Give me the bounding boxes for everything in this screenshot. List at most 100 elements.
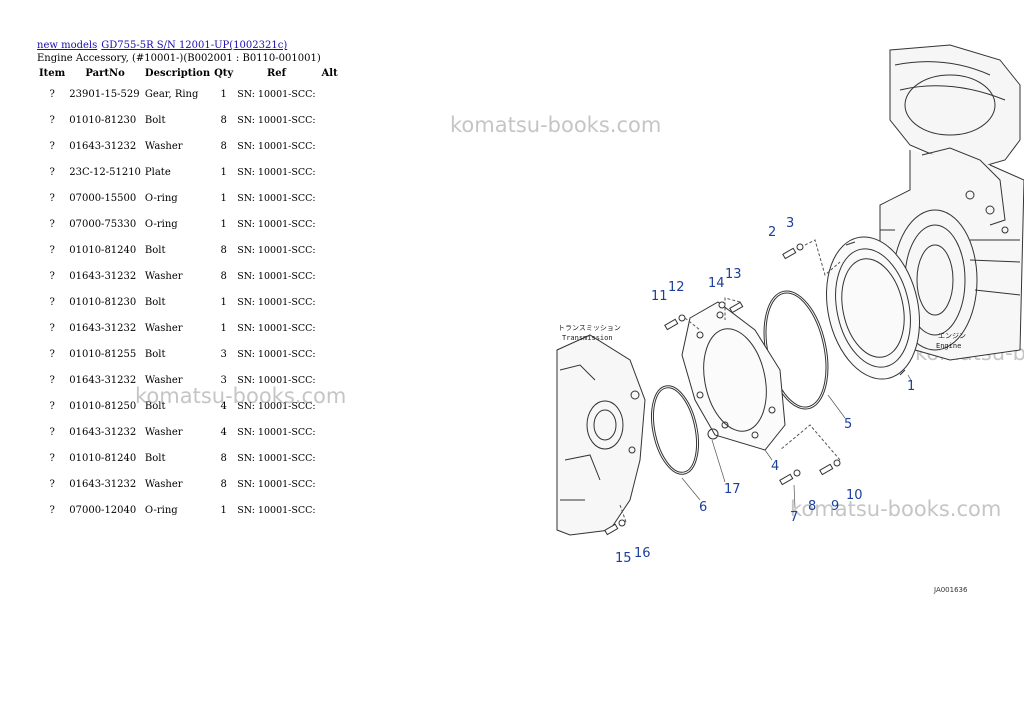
cell-alt xyxy=(318,237,342,263)
header-partno: PartNo xyxy=(85,67,125,79)
cell-alt xyxy=(318,315,342,341)
cell-alt xyxy=(318,393,342,419)
cell-item: ? xyxy=(49,452,55,464)
cell-alt xyxy=(318,367,342,393)
cell-ref: SN: 10001-SCC: xyxy=(237,374,316,386)
header-item: Item xyxy=(39,67,66,79)
table-row: ? 01643-31232 Washer 4 SN: 10001-SCC: xyxy=(37,419,342,445)
cell-ref: SN: 10001-SCC: xyxy=(237,426,316,438)
cell-item: ? xyxy=(49,166,55,178)
engine-label-jp: エンジン xyxy=(938,332,966,340)
cell-qty: 8 xyxy=(220,270,227,282)
header-qty: Qty xyxy=(214,67,234,79)
cell-item: ? xyxy=(49,426,55,438)
cell-item: ? xyxy=(49,322,55,334)
cell-qty: 3 xyxy=(220,374,227,386)
cell-description: Washer xyxy=(144,426,183,438)
cell-alt xyxy=(318,211,342,237)
breadcrumb-link-new-models[interactable]: new models xyxy=(37,40,98,51)
cell-ref: SN: 10001-SCC: xyxy=(237,192,316,204)
cell-ref: SN: 10001-SCC: xyxy=(237,88,316,100)
cell-partno: 01643-31232 xyxy=(69,140,137,152)
cell-ref: SN: 10001-SCC: xyxy=(237,244,316,256)
cell-partno: 01010-81250 xyxy=(69,400,137,412)
cell-item: ? xyxy=(49,140,55,152)
callout-16: 16 xyxy=(634,546,651,561)
cell-partno: 01643-31232 xyxy=(69,322,137,334)
callout-11: 11 xyxy=(651,289,668,304)
cell-alt xyxy=(318,341,342,367)
cell-description: Washer xyxy=(144,322,183,334)
table-header-row: Item PartNo Description Qty Ref Alt xyxy=(37,65,342,81)
header-ref: Ref xyxy=(266,67,286,79)
header-description: Description xyxy=(144,67,211,79)
callout-12: 12 xyxy=(668,280,685,295)
cell-qty: 1 xyxy=(220,166,227,178)
cell-alt xyxy=(318,159,342,185)
cell-qty: 4 xyxy=(220,400,227,412)
cell-item: ? xyxy=(49,218,55,230)
cell-partno: 07000-15500 xyxy=(69,192,137,204)
cell-item: ? xyxy=(49,348,55,360)
callout-4: 4 xyxy=(771,459,779,474)
cell-partno: 01010-81230 xyxy=(69,114,137,126)
callout-15: 15 xyxy=(615,551,632,566)
cell-description: Bolt xyxy=(144,348,166,360)
cell-qty: 3 xyxy=(220,348,227,360)
cell-ref: SN: 10001-SCC: xyxy=(237,218,316,230)
cell-item: ? xyxy=(49,478,55,490)
table-row: ? 07000-15500 O-ring 1 SN: 10001-SCC: xyxy=(37,185,342,211)
cell-ref: SN: 10001-SCC: xyxy=(237,270,316,282)
cell-ref: SN: 10001-SCC: xyxy=(237,400,316,412)
cell-partno: 01010-81240 xyxy=(69,244,137,256)
cell-qty: 1 xyxy=(220,218,227,230)
page-subtitle: Engine Accessory, (#10001-)(B002001 : B0… xyxy=(37,53,321,64)
cell-item: ? xyxy=(49,374,55,386)
cell-item: ? xyxy=(49,296,55,308)
transmission-label-jp: トランスミッション xyxy=(558,324,621,332)
callout-14: 14 xyxy=(708,276,725,291)
cell-description: Bolt xyxy=(144,452,166,464)
cell-item: ? xyxy=(49,192,55,204)
cell-partno: 01010-81255 xyxy=(69,348,137,360)
cell-partno: 01643-31232 xyxy=(69,426,137,438)
cell-description: Bolt xyxy=(144,296,166,308)
drawing-code: JA001636 xyxy=(933,586,968,594)
callout-13: 13 xyxy=(725,267,742,282)
cell-alt xyxy=(318,497,342,523)
cell-description: O-ring xyxy=(144,192,178,204)
cell-alt xyxy=(318,81,342,107)
cell-qty: 1 xyxy=(220,192,227,204)
cell-qty: 8 xyxy=(220,114,227,126)
cell-partno: 23901-15-529 xyxy=(69,88,140,100)
breadcrumb-link-model[interactable]: GD755-5R S/N 12001-UP(1002321c) xyxy=(101,40,288,51)
leader-lines xyxy=(681,374,913,509)
cell-description: Washer xyxy=(144,374,183,386)
cell-qty: 8 xyxy=(220,478,227,490)
cell-alt xyxy=(318,445,342,471)
cell-item: ? xyxy=(49,270,55,282)
cell-partno: 07000-12040 xyxy=(69,504,137,516)
cell-partno: 23C-12-51210 xyxy=(69,166,141,178)
callout-3: 3 xyxy=(786,216,794,231)
callout-9: 9 xyxy=(831,499,839,514)
cell-qty: 1 xyxy=(220,504,227,516)
cell-description: Bolt xyxy=(144,114,166,126)
cell-ref: SN: 10001-SCC: xyxy=(237,322,316,334)
cell-partno: 01643-31232 xyxy=(69,270,137,282)
cell-qty: 4 xyxy=(220,426,227,438)
cell-item: ? xyxy=(49,504,55,516)
cell-description: Gear, Ring xyxy=(144,88,199,100)
cell-description: O-ring xyxy=(144,218,178,230)
